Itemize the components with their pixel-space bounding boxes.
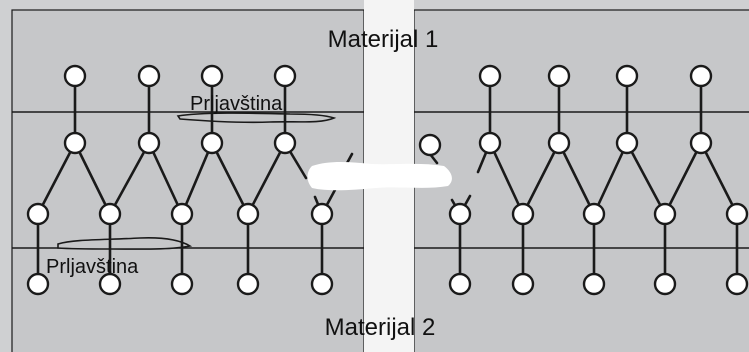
broken-bond-gap: [307, 162, 452, 191]
molecule-node: [689, 131, 713, 155]
right-panel: [413, 9, 749, 352]
bond: [488, 141, 525, 216]
molecule-node: [478, 64, 502, 88]
molecule-node: [689, 64, 713, 88]
bond: [73, 141, 112, 216]
bond: [147, 141, 184, 216]
molecule-node: [653, 202, 677, 226]
molecule-node: [511, 272, 535, 296]
molecule-node: [137, 131, 161, 155]
bond: [592, 141, 629, 216]
molecule-node: [310, 202, 334, 226]
material-top-label: Materijal 1: [328, 26, 439, 53]
bond: [557, 141, 596, 216]
bond: [663, 141, 703, 216]
bond: [108, 141, 151, 216]
molecule-node: [448, 202, 472, 226]
molecule-node: [200, 64, 224, 88]
molecule-nodes: [26, 64, 749, 296]
molecule-node: [98, 202, 122, 226]
molecule-node: [170, 202, 194, 226]
molecule-node: [63, 131, 87, 155]
molecule-node: [273, 131, 297, 155]
molecule-node: [478, 131, 502, 155]
molecule-node: [63, 64, 87, 88]
molecule-node: [200, 131, 224, 155]
molecule-node: [273, 64, 297, 88]
molecule-node: [98, 272, 122, 296]
molecule-node: [615, 131, 639, 155]
molecule-node: [236, 202, 260, 226]
molecule-node: [511, 202, 535, 226]
molecule-node: [547, 131, 571, 155]
bond: [699, 141, 739, 216]
molecule-node: [653, 272, 677, 296]
material-bottom-label: Materijal 2: [325, 314, 436, 341]
contaminant-bottom-label: Prljavština: [46, 256, 139, 278]
bond: [210, 141, 250, 216]
bond: [246, 141, 287, 216]
contaminant-patch-bottom: [57, 237, 193, 250]
bond: [180, 141, 214, 216]
molecule-node: [547, 64, 571, 88]
molecule-node: [725, 272, 749, 296]
bond: [625, 141, 667, 216]
molecule-node: [582, 272, 606, 296]
molecule-node: [236, 272, 260, 296]
contaminant-patch-top: [176, 112, 337, 124]
molecule-node: [418, 133, 442, 157]
molecule-node: [582, 202, 606, 226]
molecule-node: [26, 202, 50, 226]
molecule-node: [170, 272, 194, 296]
molecule-node: [26, 272, 50, 296]
molecule-node: [615, 64, 639, 88]
molecule-node: [725, 202, 749, 226]
bond: [36, 141, 77, 216]
contaminant-top-label: Prljavština: [190, 93, 283, 115]
bond: [521, 141, 561, 216]
molecule-node: [137, 64, 161, 88]
molecule-node: [448, 272, 472, 296]
molecule-node: [310, 272, 334, 296]
